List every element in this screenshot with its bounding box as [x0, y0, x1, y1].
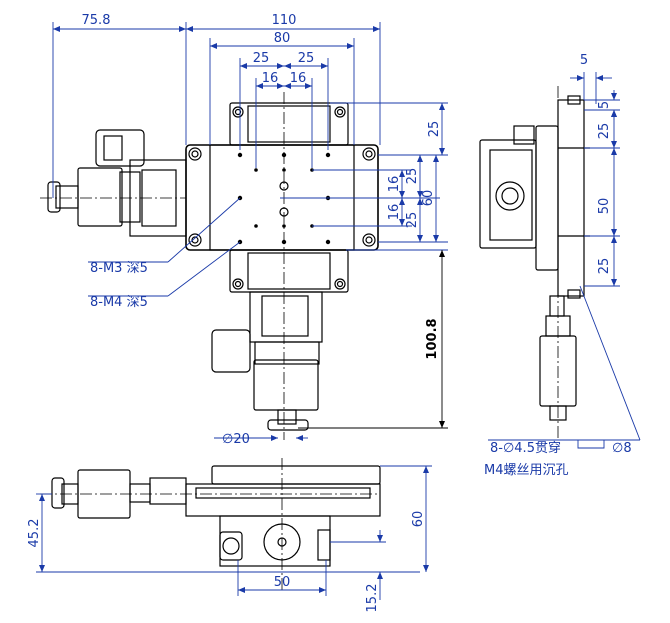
note-through-hole: 8-∅4.5贯穿 — [490, 440, 561, 456]
dim-16-r2: 16 — [387, 204, 402, 221]
dim-25-left: 25 — [253, 51, 270, 66]
note-bolt: M4螺丝用沉孔 — [484, 463, 569, 478]
dim-60-right: 60 — [421, 190, 436, 207]
note-m4: 8-M4 深5 — [90, 295, 148, 310]
dim-25-r3: 25 — [405, 212, 420, 229]
side-dim-25-top: 25 — [597, 123, 612, 140]
top-dimensions — [52, 22, 448, 441]
dim-16-right: 16 — [290, 71, 307, 86]
dim-75-8: 75.8 — [82, 13, 111, 28]
note-counterbore: ∅8 — [612, 441, 632, 456]
side-dim-5: 5 — [597, 101, 612, 109]
dim-16-r1: 16 — [387, 176, 402, 193]
dim-100-8: 100.8 — [425, 318, 440, 359]
dim-25-r2: 25 — [405, 168, 420, 185]
front-view — [40, 458, 381, 590]
top-view — [40, 92, 379, 440]
dim-phi-20: ∅20 — [222, 432, 250, 447]
note-m3: 8-M3 深5 — [90, 261, 148, 276]
dim-80: 80 — [274, 31, 291, 46]
front-dimensions — [36, 465, 432, 600]
side-dim-50: 50 — [597, 198, 612, 215]
side-dim-25-bottom: 25 — [597, 258, 612, 275]
side-dim-5-top: 5 — [580, 53, 588, 68]
side-view — [479, 86, 590, 438]
front-dim-45-2: 45.2 — [27, 519, 42, 548]
dim-25-right: 25 — [298, 51, 315, 66]
side-dimensions — [488, 72, 641, 449]
dim-16-left: 16 — [262, 71, 279, 86]
front-dim-15-2: 15.2 — [365, 584, 380, 613]
front-dim-60: 60 — [411, 511, 426, 528]
front-dim-50: 50 — [274, 575, 291, 590]
dim-110: 110 — [272, 13, 297, 28]
dim-25-top-right: 25 — [427, 121, 442, 138]
